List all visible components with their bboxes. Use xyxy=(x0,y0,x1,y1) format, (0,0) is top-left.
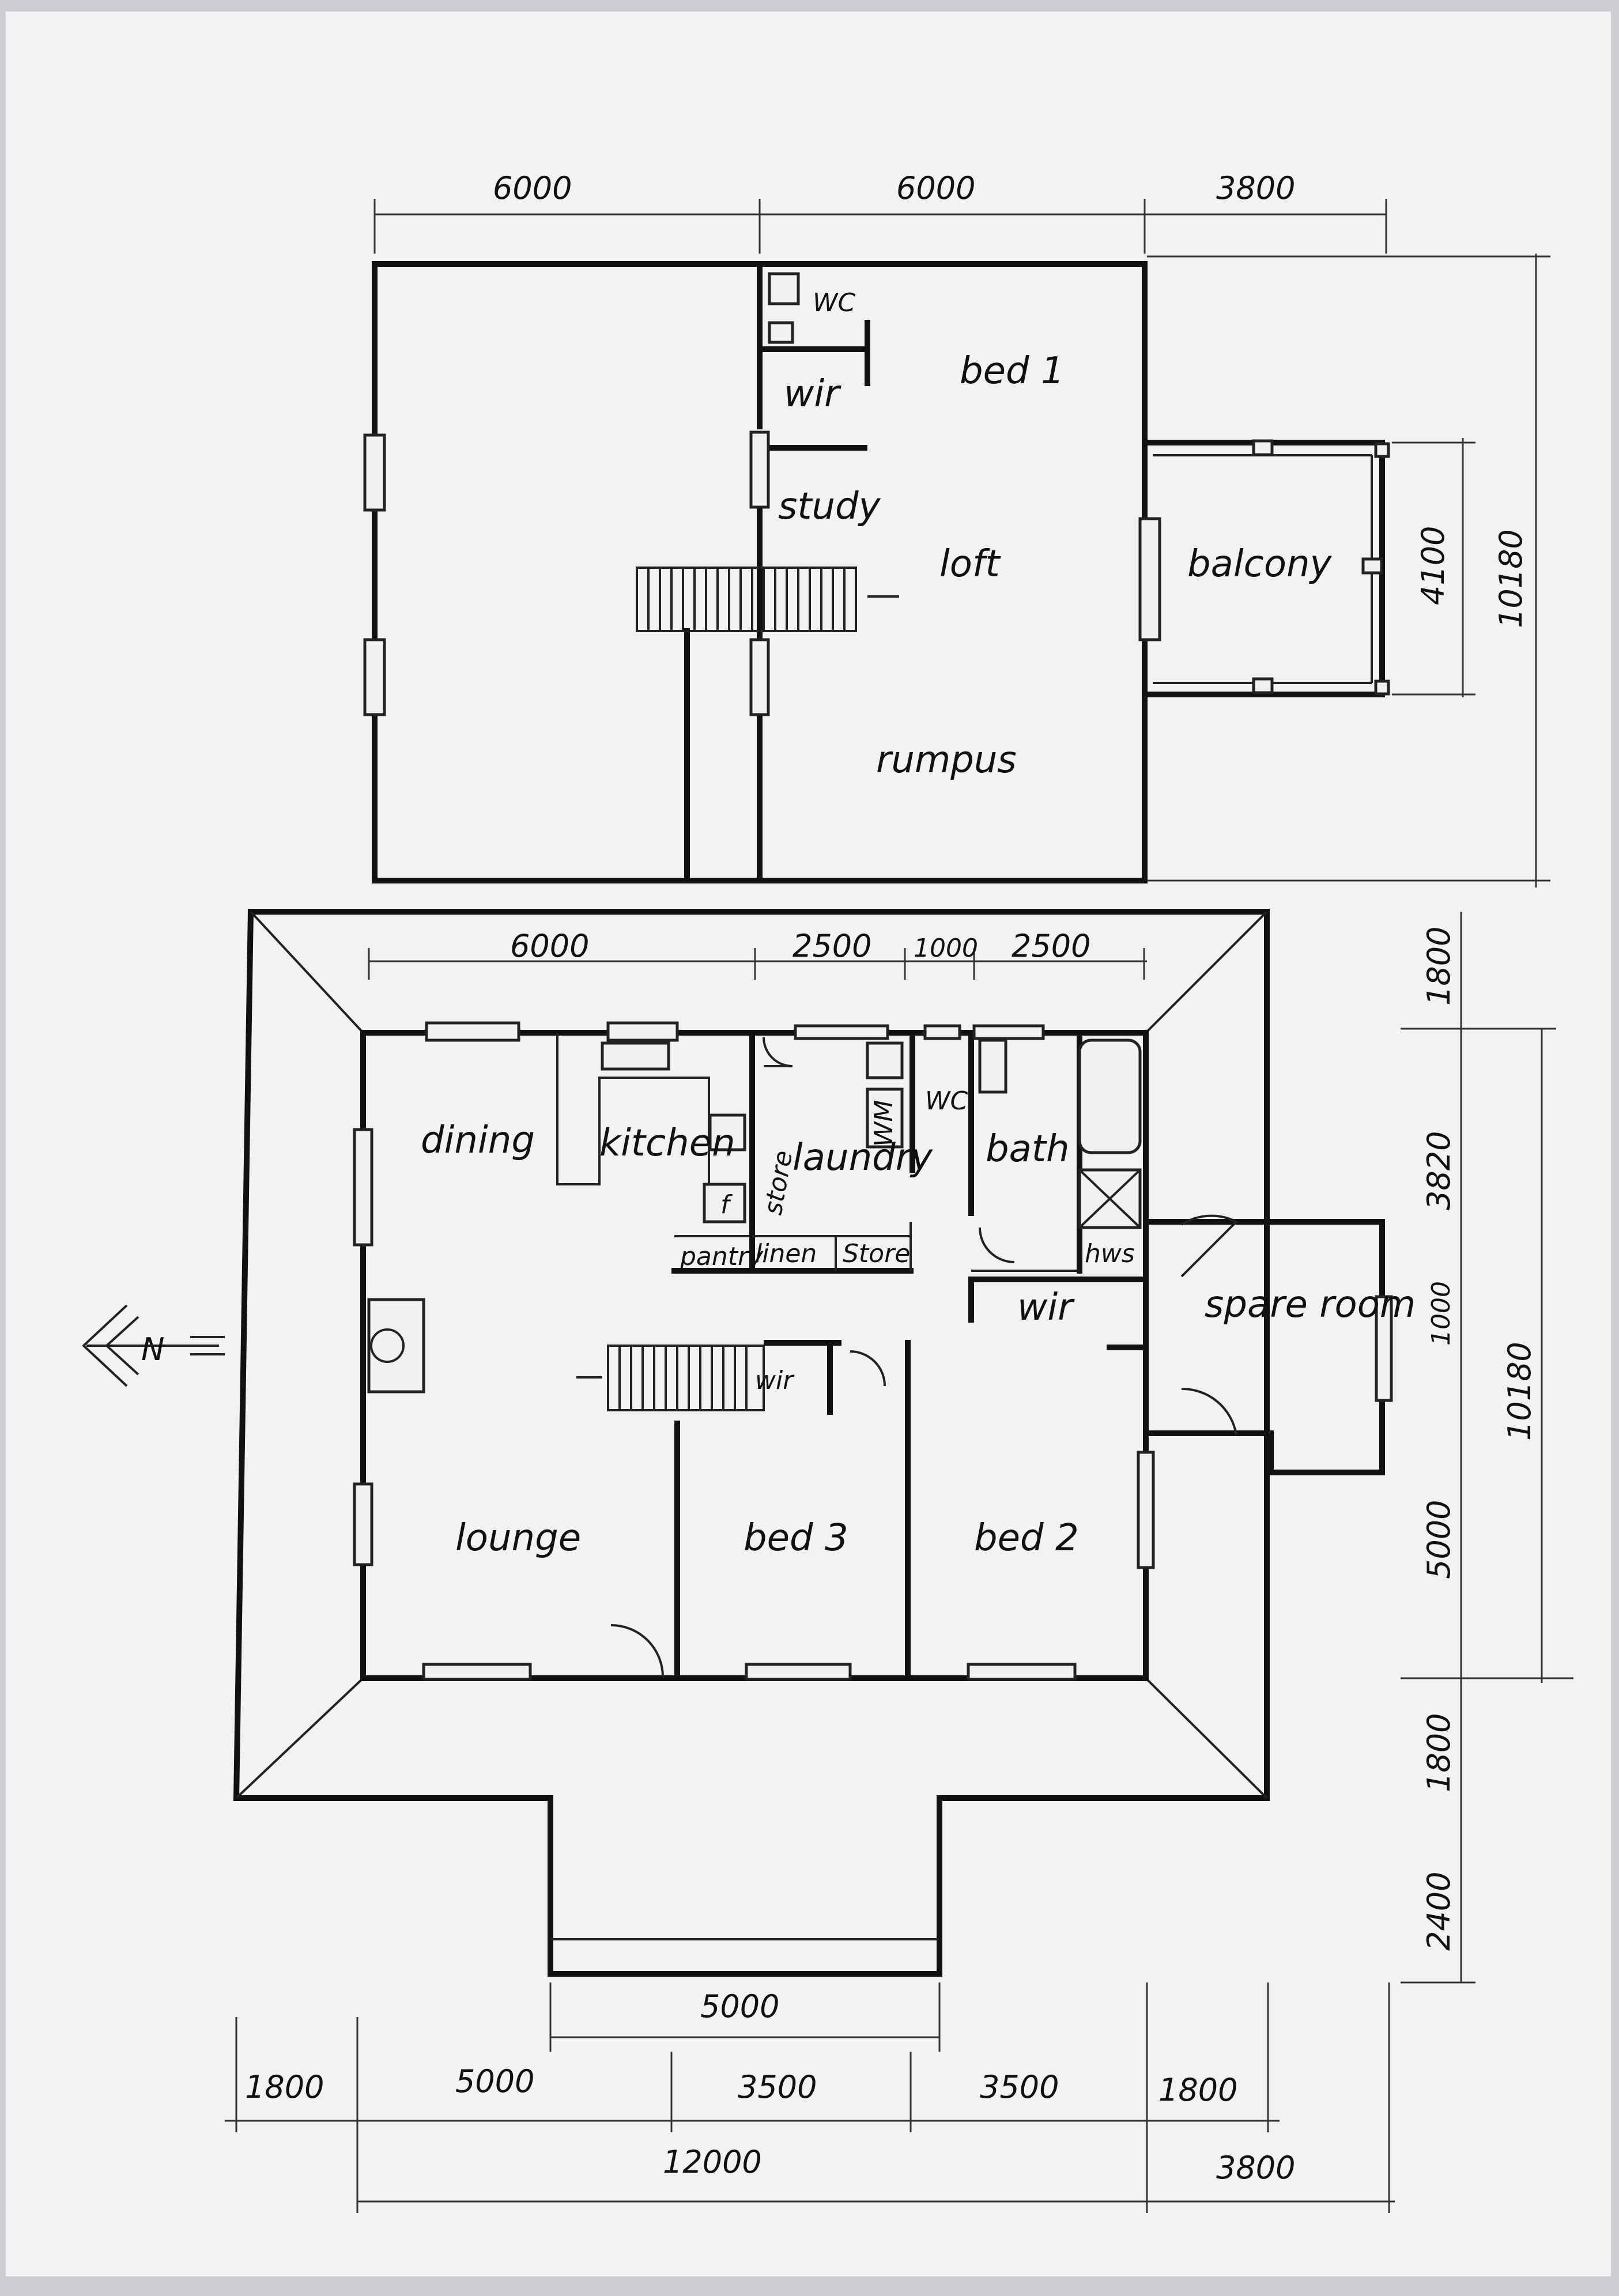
upper-dim-balcony: 4100 xyxy=(1415,526,1451,605)
upper-dim-top-a: 6000 xyxy=(493,170,572,206)
balcony-outline xyxy=(1142,439,1390,697)
upper-wir-label: wir xyxy=(784,373,841,416)
loft-label: loft xyxy=(939,543,1001,586)
study-label: study xyxy=(778,485,881,528)
store-2-label: Store xyxy=(843,1239,910,1268)
ground-dim-right-eave-bottom: 1800 xyxy=(1421,1713,1457,1792)
kitchen-label: kitchen xyxy=(599,1122,735,1165)
ground-dim-right-eave-top: 1800 xyxy=(1421,927,1457,1006)
ground-dim-top-a: 6000 xyxy=(510,928,589,964)
linen-label: linen xyxy=(755,1239,817,1268)
upper-dim-top-b: 6000 xyxy=(896,170,975,206)
hws-label: hws xyxy=(1085,1239,1135,1268)
upper-dim-overall: 10180 xyxy=(1493,529,1529,628)
north-label: N xyxy=(141,1331,164,1368)
fireplace xyxy=(367,1298,425,1394)
ground-dim-porch-width: 5000 xyxy=(700,1988,779,2025)
wir-1-label: wir xyxy=(1017,1286,1075,1329)
bed2-label: bed 2 xyxy=(974,1517,1079,1559)
ground-dim-bottom-right: 3800 xyxy=(1216,2150,1295,2186)
wm-label: WM xyxy=(869,1100,899,1147)
ground-dimensions xyxy=(225,912,1573,2213)
ground-dim-top-d: 2500 xyxy=(1012,928,1090,964)
ground-dim-bottom-c: 3500 xyxy=(738,2069,817,2105)
upper-floor-plan: WC wir bed 1 study loft balcony rumpus xyxy=(363,261,1390,883)
ground-dim-bottom-a: 1800 xyxy=(245,2069,324,2105)
paper xyxy=(6,12,1611,2276)
rumpus-label: rumpus xyxy=(876,739,1017,781)
upper-stair xyxy=(636,567,899,632)
north-arrow-icon xyxy=(82,1304,225,1387)
upper-dimensions xyxy=(373,199,1550,888)
ground-dim-bottom-overall: 12000 xyxy=(663,2144,762,2180)
laundry-label: laundry xyxy=(792,1136,933,1179)
balcony-label: balcony xyxy=(1187,543,1333,586)
wir-2-label: wir xyxy=(755,1366,795,1395)
ground-dim-top-c: 1000 xyxy=(914,934,978,963)
ground-dim-right-a: 3820 xyxy=(1421,1131,1457,1210)
ground-dim-top-b: 2500 xyxy=(792,928,871,964)
bed1-label: bed 1 xyxy=(960,350,1065,392)
spare-room-label: spare room xyxy=(1205,1283,1416,1326)
lounge-label: lounge xyxy=(455,1517,581,1559)
bathtub xyxy=(1078,1039,1142,1154)
dining-label: dining xyxy=(421,1119,535,1162)
ground-dim-right-porch: 2400 xyxy=(1421,1872,1457,1951)
cooktop xyxy=(601,1041,670,1071)
ground-dim-bottom-d: 3500 xyxy=(980,2069,1059,2105)
roof-outline xyxy=(233,909,1270,1977)
ground-dim-bottom-b: 5000 xyxy=(455,2063,534,2099)
upper-wc-label: WC xyxy=(813,288,856,318)
ground-dim-right-overall: 10180 xyxy=(1501,1342,1538,1441)
pantry-label: pantry xyxy=(680,1242,764,1271)
bed3-label: bed 3 xyxy=(744,1517,848,1559)
ground-dim-bottom-e: 1800 xyxy=(1158,2072,1237,2108)
bath-label: bath xyxy=(986,1128,1070,1170)
ground-wc-label: WC xyxy=(925,1086,968,1116)
upper-dim-top-c: 3800 xyxy=(1216,170,1295,206)
ground-dim-right-c: 5000 xyxy=(1421,1500,1457,1579)
ground-floor-plan: dining kitchen store laundry WC WM bath … xyxy=(353,1021,1416,1681)
ground-stair xyxy=(576,1345,765,1411)
ground-dim-right-b: 1000 xyxy=(1426,1281,1456,1346)
